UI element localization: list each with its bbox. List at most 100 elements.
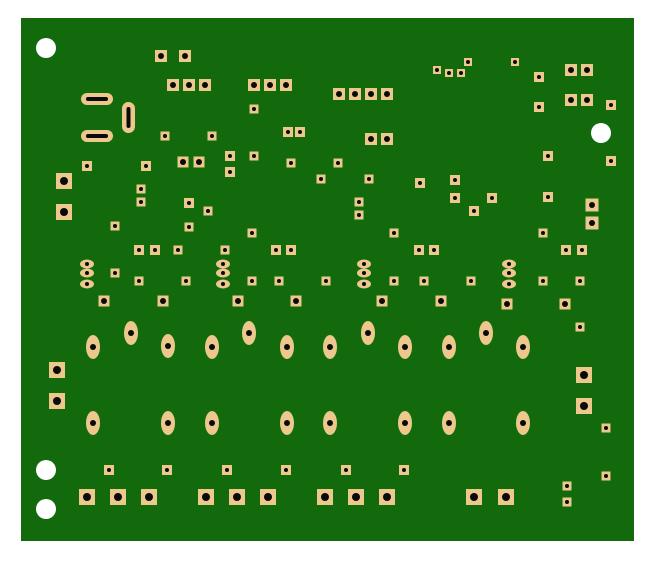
pad-drill [233,493,241,501]
pad-drill [446,420,452,426]
pad-drill [113,271,117,275]
pad-drill [546,154,550,158]
pad-drill [85,262,89,266]
pad-drill [578,279,582,283]
pad-drill [584,97,590,103]
pad-drill [286,130,290,134]
pad-drill [368,136,374,142]
pad-drill [223,248,227,252]
pad-drill [209,344,215,350]
pad-drill [165,420,171,426]
pad-drill [283,82,289,88]
pad-drill [186,82,192,88]
pad-drill [565,484,569,488]
pad-drill [327,420,333,426]
pad-drill [187,201,191,205]
pad-drill [466,60,470,64]
pad-drill [362,262,366,266]
pad-drill [180,159,186,165]
pad-drill [107,468,111,472]
pad-drill [210,134,214,138]
pad-drill [384,136,390,142]
pad-drill [225,468,229,472]
pad-drill [137,248,141,252]
pad-drill [469,279,473,283]
pad-drill [541,231,545,235]
pad-drill [324,279,328,283]
pad-drill [568,67,574,73]
pad-drill [327,344,333,350]
pad-drill [422,279,426,283]
pad-drill [250,231,254,235]
pad-drill [365,330,371,336]
pad-drill [362,282,366,286]
pad-drill [578,325,582,329]
pad-drill [289,248,293,252]
pad-drill [417,248,421,252]
pad-drill [53,397,61,405]
pad-drill [182,53,188,59]
pad-drill [277,279,281,283]
pad-drill [293,298,299,304]
pad-drill [459,71,463,75]
pad-drill [85,271,89,275]
pad-drill [196,159,202,165]
pad-drill [252,154,256,158]
pad-drill [228,170,232,174]
pad-drill [507,271,511,275]
pad-drill [580,371,588,379]
pad-drill [502,493,510,501]
pad-drill [604,426,608,430]
mounting-hole [36,38,56,58]
pad-drill [158,53,164,59]
pad-drill [520,420,526,426]
pad-drill [564,248,568,252]
pad-drill [504,301,510,307]
pad-drill [520,344,526,350]
mounting-hole [36,499,56,519]
pad-drill [160,298,166,304]
pad-drill [336,161,340,165]
pad-drill [250,279,254,283]
pad-drill [163,134,167,138]
pad-drill [284,468,288,472]
pad-drill [228,154,232,158]
pad-drill [546,195,550,199]
slot-drill [86,134,108,138]
slot-pads [81,93,135,142]
pad-drill [83,493,91,501]
pad-drill [402,344,408,350]
pad-drill [447,71,451,75]
pad-drill [379,298,385,304]
pad-drill [252,107,256,111]
pad-drill [139,200,143,204]
square-pads [49,50,616,507]
pad-drill [153,248,157,252]
pad-drill [402,420,408,426]
pad-drill [235,298,241,304]
pad-drill [206,209,210,213]
pad-drill [357,200,361,204]
pad-drill [202,493,210,501]
pad-drill [352,91,358,97]
pad-drill [221,262,225,266]
pad-drill [60,208,68,216]
pad-drill [367,177,371,181]
pad-drill [580,248,584,252]
pad-drill [507,262,511,266]
pad-drill [113,224,117,228]
pad-drill [568,97,574,103]
pad-drill [562,301,568,307]
pad-drill [319,177,323,181]
pad-drill [402,468,406,472]
pad-drill [513,60,517,64]
pad-drill [383,493,391,501]
pad-drill [336,91,342,97]
slot-drill [86,97,108,101]
pad-drill [384,91,390,97]
mounting-holes [36,38,611,519]
pad-drill [470,493,478,501]
pad-drill [352,493,360,501]
